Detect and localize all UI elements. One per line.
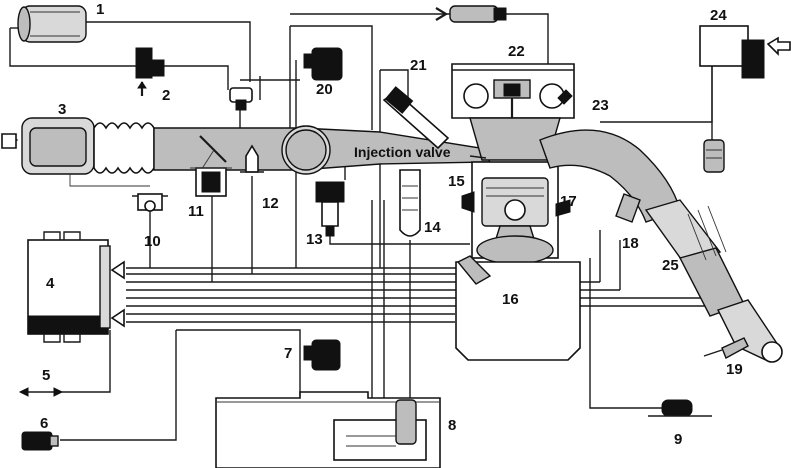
label-6: 6 [40,415,48,432]
label-1: 1 [96,1,104,18]
component-11-throttle-actuator [190,167,232,222]
component-10-temperature-sensor [132,193,168,212]
component-14-fuel-filter [399,169,421,237]
injection-valve-caption: Injection valve [354,144,451,160]
engine-block [451,63,581,361]
label-11: 11 [188,203,204,220]
component-25-exhaust [539,129,783,363]
label-2: 2 [162,87,170,104]
component-9-knock-sensor [648,399,712,417]
component-6-indicator-lamp [21,431,59,451]
label-22: 22 [508,43,525,60]
label-3: 3 [58,101,66,118]
intake-plenum [281,125,331,175]
component-1-fuel-accumulator [17,5,87,43]
label-10: 10 [144,233,161,250]
number-labels: 1 2 3 4 5 6 7 8 9 10 11 12 13 14 15 16 1… [40,1,743,448]
component-21-injector [382,86,450,150]
component-18-oxygen-sensor [615,193,641,223]
label-14: 14 [424,219,441,236]
label-24: 24 [710,7,727,24]
pressure-regulator [229,87,253,111]
label-19: 19 [726,361,743,378]
component-24-secondary-air-pump [699,25,791,173]
component-7-tank-vent-valve [299,339,341,396]
label-8: 8 [448,417,456,434]
label-21: 21 [410,57,427,74]
label-25: 25 [662,257,679,274]
component-8-fuel-tank [215,391,441,468]
component-2-control-valve [135,47,165,96]
label-17: 17 [560,193,577,210]
label-18: 18 [622,235,639,252]
label-9: 9 [674,431,682,448]
component-20-canister-valve [303,47,343,81]
label-12: 12 [262,195,279,212]
label-5: 5 [42,367,50,384]
label-16: 16 [502,291,519,308]
label-15: 15 [448,173,465,190]
label-20: 20 [316,81,333,98]
component-19-downstream-sensor [703,337,749,359]
label-4: 4 [46,275,55,292]
component-5-diagnosis-link [18,387,64,397]
label-23: 23 [592,97,609,114]
component-13-purge-valve [315,181,345,237]
component-4-ecu [27,231,125,343]
label-7: 7 [284,345,292,362]
component-3-air-intake [1,117,492,187]
label-13: 13 [306,231,323,248]
top-pressure-sensor [435,5,507,23]
wiring-harness [9,13,741,441]
component-12-air-temperature-sensor [240,144,264,173]
